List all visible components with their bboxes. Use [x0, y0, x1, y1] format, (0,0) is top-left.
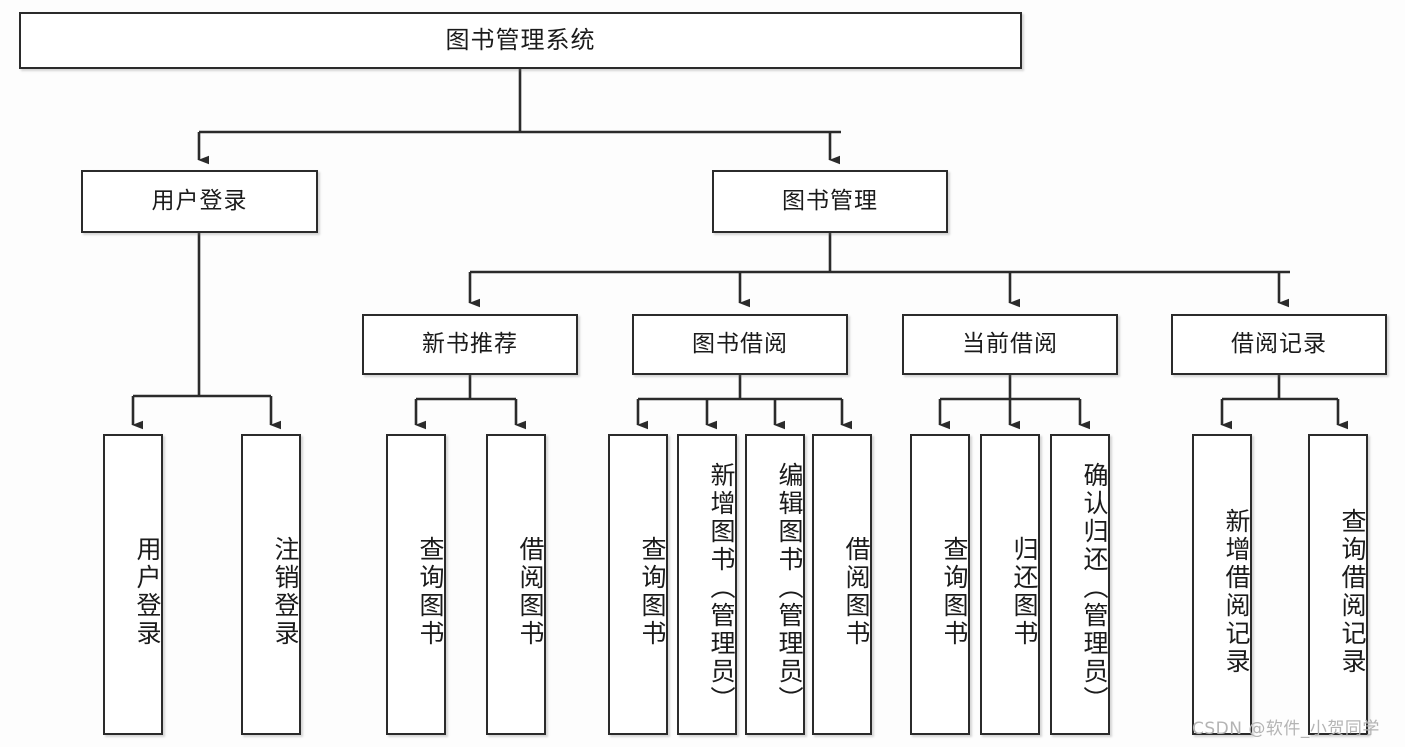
node-user-login[interactable]: 用户登录: [81, 170, 318, 233]
leaf-edit-book-admin[interactable]: 编辑图书（管理员）: [745, 434, 805, 735]
leaf-add-borrow-record[interactable]: 新增借阅记录: [1192, 434, 1252, 735]
leaf-query-book-recommend[interactable]: 查询图书: [386, 434, 446, 735]
node-root-book-management-system[interactable]: 图书管理系统: [19, 12, 1022, 69]
leaf-user-login[interactable]: 用户登录: [103, 434, 163, 735]
node-new-book-recommend[interactable]: 新书推荐: [362, 314, 578, 375]
node-current-borrow[interactable]: 当前借阅: [902, 314, 1118, 375]
leaf-borrow-book-recommend[interactable]: 借阅图书: [486, 434, 546, 735]
leaf-query-book-borrow[interactable]: 查询图书: [608, 434, 668, 735]
node-book-borrow[interactable]: 图书借阅: [632, 314, 848, 375]
node-book-management[interactable]: 图书管理: [712, 170, 948, 233]
leaf-borrow-book-borrow[interactable]: 借阅图书: [812, 434, 872, 735]
csdn-watermark: CSDN @软件_小贺同学: [1192, 719, 1380, 739]
leaf-logout-login[interactable]: 注销登录: [241, 434, 301, 735]
leaf-return-book[interactable]: 归还图书: [980, 434, 1040, 735]
leaf-query-book-current[interactable]: 查询图书: [910, 434, 970, 735]
leaf-add-book-admin[interactable]: 新增图书（管理员）: [677, 434, 737, 735]
leaf-confirm-return-admin[interactable]: 确认归还（管理员）: [1050, 434, 1110, 735]
node-borrow-record[interactable]: 借阅记录: [1171, 314, 1387, 375]
leaf-query-borrow-record[interactable]: 查询借阅记录: [1308, 434, 1368, 735]
